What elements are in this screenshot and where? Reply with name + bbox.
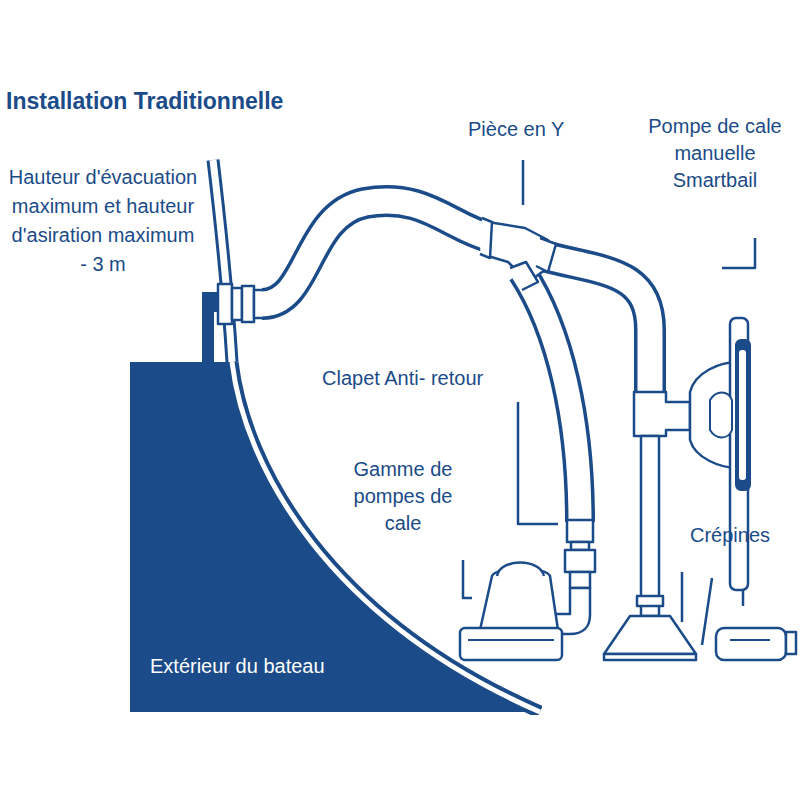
part-label: Pièce en Y bbox=[468, 118, 564, 141]
part-label: Hauteur d'évacuation maximum et hauteur … bbox=[8, 163, 198, 279]
part-label: Gamme de pompes de cale bbox=[333, 456, 473, 537]
hull-region: Extérieur du bateau bbox=[130, 355, 542, 715]
part-label: Crépines bbox=[690, 524, 770, 547]
part-label: Pompe de cale manuelle Smartbail bbox=[638, 113, 792, 194]
region-label: Extérieur du bateau bbox=[150, 655, 325, 678]
diagram-title: Installation Traditionnelle bbox=[6, 88, 283, 115]
part-label: Clapet Anti- retour bbox=[322, 367, 483, 390]
